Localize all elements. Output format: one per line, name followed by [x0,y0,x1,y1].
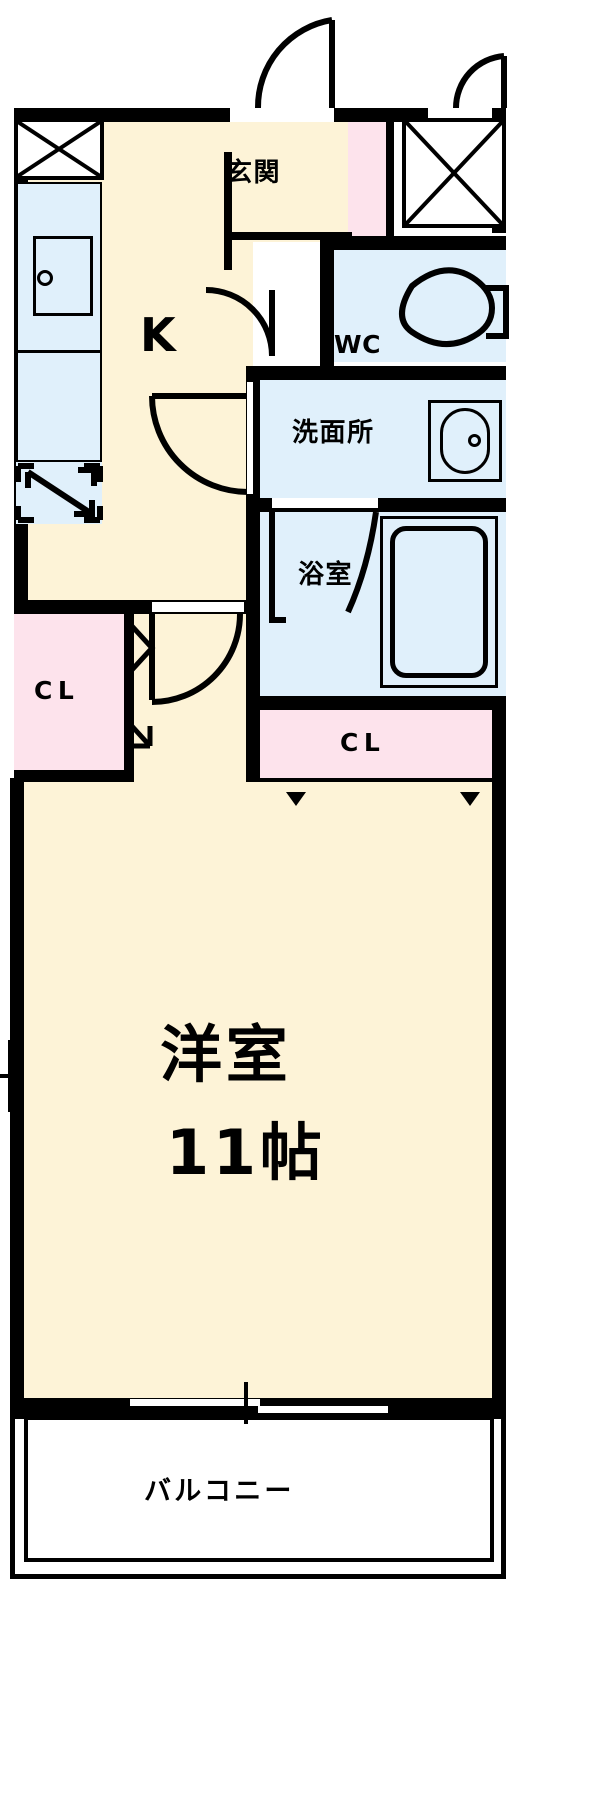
door-opening-balcony-right [258,1406,388,1413]
wash-basin-drain-icon [468,434,481,447]
door-opening-entry [230,108,334,122]
room-label-closet-left: CL [34,676,80,705]
wall-closet-right-outer [492,696,506,792]
room-label-toilet: WC [334,330,381,359]
kitchen-counter [16,182,102,462]
bathtub-inner-icon [390,526,488,678]
wall-left-closet-bottom [14,770,134,782]
wall-left-closet-top [14,600,154,614]
swing-door-secondary-icon [452,53,507,109]
room-size-main: 11帖 [166,1116,326,1189]
wall-bathroom-left [246,498,260,698]
wall-main-room-left [10,778,24,1398]
room-label-main: 洋室 [160,1018,292,1091]
door-opening-balcony-left [130,1399,260,1406]
sink-drain-icon [37,270,53,286]
area-closet-right [260,710,506,778]
wall-wc-left [320,236,334,366]
room-label-closet-right: CL [340,728,386,757]
counter-divider [16,350,102,353]
room-label-entrance: 玄関 [226,158,282,188]
balcony-inner-rail [24,1416,494,1562]
wall-closet-right-left [246,696,260,792]
area-main-room [24,782,492,1398]
area-entrance [185,122,348,242]
wall-washroom-left [246,366,260,498]
window-top-right [402,118,506,228]
room-label-kitchen: K [140,308,176,362]
room-label-bathroom: 浴室 [298,560,354,590]
wall-wc-top [320,236,506,250]
stove-burner-icon [16,462,102,524]
entrance-step-edge-vertical [224,152,232,270]
area-corridor [134,600,246,782]
wall-entrance-right [386,122,394,242]
door-opening-bathroom [272,498,378,508]
room-label-washroom: 洗面所 [292,418,375,448]
wall-washroom-top [246,366,506,380]
wash-basin-bowl-icon [440,408,490,474]
door-opening-corridor [152,602,244,612]
wall-bathroom-bottom [246,696,506,710]
swing-door-icon [254,17,335,109]
area-closet-left [14,614,124,778]
wall-main-room-right [492,778,506,1398]
entrance-step-edge-horizontal [224,232,352,240]
window-top-left [14,118,104,180]
room-label-balcony: バルコニー [144,1476,295,1507]
wall-left-closet-right [124,614,134,778]
area-shoe-cabinet [348,122,388,240]
